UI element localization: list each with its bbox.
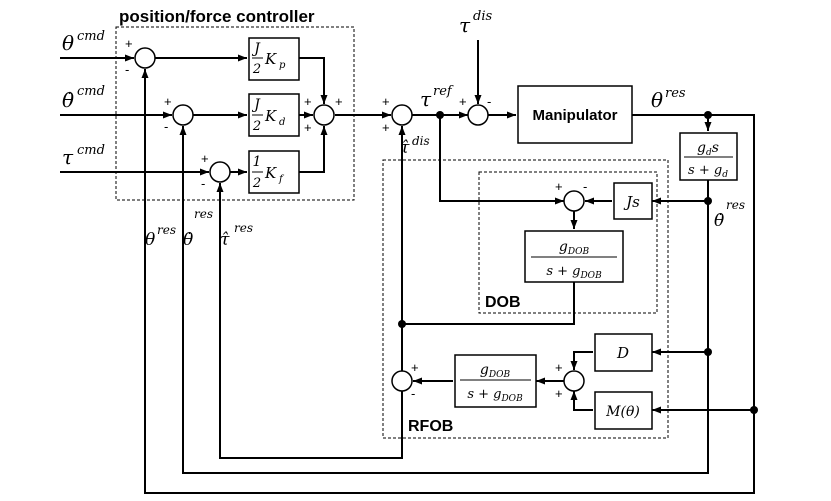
svg-text:+: + bbox=[125, 36, 133, 51]
thetadot-res-feedback-label: θ̇ res bbox=[183, 207, 213, 250]
svg-text:+: + bbox=[382, 120, 390, 135]
summing-junctions bbox=[134, 47, 585, 392]
svg-text:M(θ): M(θ) bbox=[605, 404, 640, 420]
svg-text:cmd: cmd bbox=[77, 84, 105, 99]
tau-dis-label: τ dis bbox=[459, 9, 492, 37]
manipulator-block: Manipulator bbox=[517, 85, 633, 144]
svg-text:τ̂: τ̂ bbox=[400, 138, 410, 158]
svg-text:2: 2 bbox=[252, 62, 261, 77]
controller-title: position/force controller bbox=[119, 7, 315, 26]
thetadot-cmd-label: θ̇ cmd bbox=[62, 84, 105, 112]
svg-text:f: f bbox=[278, 174, 285, 185]
svg-text:s + gDOB: s + gDOB bbox=[546, 264, 602, 281]
svg-text:gds: gds bbox=[697, 140, 719, 158]
svg-text:K: K bbox=[264, 164, 277, 182]
svg-text:+: + bbox=[555, 386, 563, 401]
svg-text:+: + bbox=[382, 94, 390, 109]
svg-text:s + gDOB: s + gDOB bbox=[467, 387, 523, 404]
theta-res-feedback-label: θ res bbox=[145, 223, 176, 250]
svg-text:res: res bbox=[726, 198, 745, 212]
svg-text:1: 1 bbox=[253, 154, 262, 170]
svg-text:+: + bbox=[201, 151, 209, 166]
sum-signs: + - + - + - + + + + + + - + - + + + - bbox=[125, 36, 587, 401]
svg-text:θ̇: θ̇ bbox=[62, 88, 74, 112]
signal-lines bbox=[60, 40, 755, 494]
svg-text:θ: θ bbox=[62, 31, 74, 55]
svg-text:res: res bbox=[194, 207, 213, 221]
dob-label: DOB bbox=[485, 294, 521, 311]
svg-text:2: 2 bbox=[252, 176, 261, 191]
svg-text:res: res bbox=[665, 86, 686, 101]
svg-text:K: K bbox=[264, 107, 277, 125]
svg-text:p: p bbox=[279, 60, 286, 71]
svg-text:+: + bbox=[459, 94, 467, 109]
svg-text:d: d bbox=[279, 117, 285, 128]
svg-text:cmd: cmd bbox=[77, 143, 105, 158]
kd-block: J 2 K d bbox=[248, 93, 300, 137]
svg-text:+: + bbox=[304, 94, 312, 109]
m-block: M(θ) bbox=[594, 391, 653, 430]
svg-text:θ: θ bbox=[145, 230, 155, 250]
svg-text:+: + bbox=[335, 94, 343, 109]
tau-ref-label: τ ref bbox=[420, 84, 454, 111]
svg-text:+: + bbox=[555, 360, 563, 375]
svg-text:θ: θ bbox=[651, 88, 663, 112]
tau-cmd-label: τ cmd bbox=[62, 143, 105, 169]
dob-filter-block: gDOB s + gDOB bbox=[524, 230, 624, 283]
svg-text:K: K bbox=[264, 50, 277, 68]
svg-text:J: J bbox=[251, 97, 261, 113]
svg-text:-: - bbox=[411, 386, 415, 401]
svg-text:cmd: cmd bbox=[77, 29, 105, 44]
svg-text:-: - bbox=[125, 62, 129, 77]
theta-cmd-label: θ cmd bbox=[62, 29, 105, 55]
velocity-filter-block: gds s + gd bbox=[679, 132, 738, 181]
svg-text:τ̂: τ̂ bbox=[220, 230, 230, 250]
svg-text:θ̇: θ̇ bbox=[714, 211, 724, 231]
svg-text:θ̇: θ̇ bbox=[183, 230, 193, 250]
rfob-filter-block: gDOB s + gDOB bbox=[454, 354, 537, 408]
svg-text:dis: dis bbox=[412, 134, 430, 148]
dob-box bbox=[478, 171, 658, 314]
controller-box bbox=[115, 26, 355, 201]
kp-block: J 2 K p bbox=[248, 37, 300, 81]
rfob-label: RFOB bbox=[408, 418, 453, 435]
kf-block: 1 2 K f bbox=[248, 150, 300, 194]
svg-text:Manipulator: Manipulator bbox=[533, 107, 618, 124]
svg-text:D: D bbox=[616, 344, 629, 362]
js-block: Js bbox=[613, 182, 653, 220]
junction-dots bbox=[398, 111, 758, 414]
svg-text:-: - bbox=[487, 94, 491, 109]
svg-text:-: - bbox=[201, 176, 205, 191]
svg-text:-: - bbox=[583, 179, 587, 194]
tau-dis-hat-label: τ̂ dis bbox=[400, 134, 430, 158]
svg-text:res: res bbox=[157, 223, 176, 237]
svg-text:τ: τ bbox=[62, 145, 74, 169]
svg-text:gDOB: gDOB bbox=[480, 362, 511, 380]
svg-text:2: 2 bbox=[252, 119, 261, 134]
svg-text:-: - bbox=[164, 119, 168, 134]
svg-text:τ: τ bbox=[420, 87, 432, 111]
svg-text:+: + bbox=[164, 94, 172, 109]
rfob-box bbox=[382, 159, 669, 439]
svg-text:gDOB: gDOB bbox=[559, 239, 590, 257]
svg-text:Js: Js bbox=[623, 193, 640, 211]
svg-text:res: res bbox=[234, 221, 253, 235]
svg-text:+: + bbox=[411, 360, 419, 375]
tau-res-hat-label: τ̂ res bbox=[220, 221, 253, 250]
svg-text:J: J bbox=[251, 41, 261, 57]
svg-text:dis: dis bbox=[473, 9, 492, 24]
svg-text:ref: ref bbox=[433, 84, 454, 99]
svg-text:+: + bbox=[555, 179, 563, 194]
svg-text:+: + bbox=[304, 120, 312, 135]
d-block: D bbox=[594, 333, 653, 372]
thetadot-res-right-label: θ̇ res bbox=[714, 198, 745, 231]
svg-text:s + gd: s + gd bbox=[688, 163, 728, 180]
theta-res-output-label: θ res bbox=[651, 86, 686, 112]
svg-text:τ: τ bbox=[459, 13, 471, 37]
